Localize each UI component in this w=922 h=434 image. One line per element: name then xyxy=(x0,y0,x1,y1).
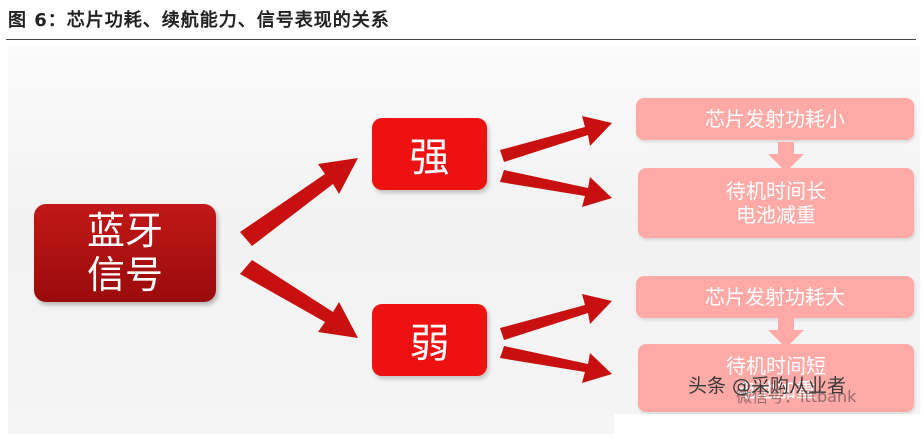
watermark-backdrop xyxy=(614,414,922,434)
strong-label: 强 xyxy=(409,135,450,181)
leaf-weak-high-power-label: 芯片发射功耗大 xyxy=(705,285,845,309)
arrow-root-to-weak xyxy=(240,260,358,338)
watermark-wechat: 微信号：ittbank xyxy=(736,387,857,406)
root-node-bluetooth-signal: 蓝牙 信号 xyxy=(34,204,216,302)
arrow-strong-to-leaf1 xyxy=(500,116,612,162)
down-arrow-weak xyxy=(768,318,804,348)
leaf-weak-high-power: 芯片发射功耗大 xyxy=(636,276,914,318)
leaf-strong-low-power-label: 芯片发射功耗小 xyxy=(705,107,845,131)
down-arrow-strong xyxy=(768,142,804,172)
arrow-strong-to-leaf2 xyxy=(500,170,612,207)
root-label-line1: 蓝牙 xyxy=(86,209,163,253)
arrow-weak-to-leaf2 xyxy=(500,346,612,383)
weak-label: 弱 xyxy=(409,321,450,367)
arrow-root-to-strong xyxy=(240,158,358,246)
node-strong: 强 xyxy=(372,118,487,190)
watermark-toutiao: 头条 @采购从业者 xyxy=(688,375,847,397)
leaf-weak-standby-line1: 待机时间短 xyxy=(726,354,826,378)
arrow-weak-to-leaf1 xyxy=(500,294,612,340)
root-label-line2: 信号 xyxy=(86,253,163,297)
title-divider xyxy=(6,39,916,40)
leaf-strong-long-standby: 待机时间长 电池减重 xyxy=(638,168,914,238)
leaf-strong-standby-line1: 待机时间长 xyxy=(726,179,826,203)
figure-title: 图 6：芯片功耗、续航能力、信号表现的关系 xyxy=(8,10,390,31)
leaf-strong-standby-line2: 电池减重 xyxy=(736,203,816,227)
leaf-strong-low-power: 芯片发射功耗小 xyxy=(636,98,914,140)
node-weak: 弱 xyxy=(372,304,487,376)
leaf-weak-short-standby: 待机时间短 电池加重 xyxy=(638,344,914,412)
leaf-weak-standby-line2: 电池加重 xyxy=(736,378,816,402)
